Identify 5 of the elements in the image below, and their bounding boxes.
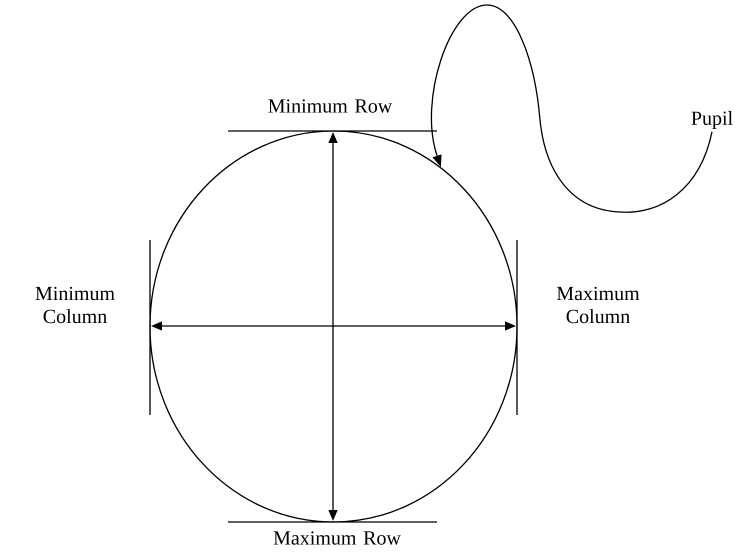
dimension-label: Maximum Column bbox=[556, 286, 640, 324]
pupil-label: Pupil bbox=[691, 110, 733, 130]
dimension-label: Minimum Column bbox=[36, 286, 115, 324]
leader-arrow bbox=[431, 4, 713, 213]
pupil-ellipse bbox=[149, 130, 518, 523]
